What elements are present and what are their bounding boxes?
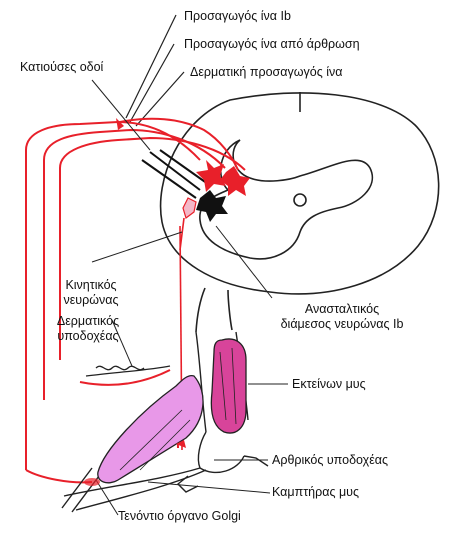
label-motor-neuron-line2: νευρώνας: [42, 293, 140, 308]
label-inhibitory-interneuron: Ανασταλτικός διάμεσος νευρώνας Ib: [262, 302, 422, 332]
cutaneous-receptor: [86, 366, 170, 376]
motor-neuron: [180, 198, 196, 250]
dorsal-root-fibers: [126, 15, 184, 126]
label-inhibitory-interneuron-line1: Ανασταλτικός: [262, 302, 422, 317]
descending-arrowhead: [116, 118, 124, 130]
label-cutaneous-receptor-line1: Δερματικός: [36, 314, 140, 329]
label-afferent-ib: Προσαγωγός ίνα Ib: [184, 9, 291, 24]
label-afferent-joint: Προσαγωγός ίνα από άρθρωση: [184, 37, 360, 52]
inhibitory-interneuron: [196, 190, 228, 222]
label-golgi-tendon-organ: Τενόντιο όργανο Golgi: [118, 509, 241, 524]
label-motor-neuron: Κινητικός νευρώνας: [42, 278, 140, 308]
spinal-cord: [161, 92, 439, 332]
label-cutaneous-receptor: Δερματικός υποδοχέας: [36, 314, 140, 344]
label-inhibitory-interneuron-line2: διάμεσος νευρώνας Ib: [262, 317, 422, 332]
extensor-muscle: [211, 339, 246, 433]
label-descending-pathways: Κατιούσες οδοί: [20, 60, 103, 75]
label-joint-receptor: Αρθρικός υποδοχέας: [272, 453, 388, 468]
label-cutaneous-afferent: Δερματική προσαγωγός ίνα: [190, 65, 342, 80]
golgi-tendon-organ: [84, 478, 100, 486]
label-flexor-muscle: Καμπτήρας μυς: [272, 485, 359, 500]
label-motor-neuron-line1: Κινητικός: [42, 278, 140, 293]
dorsal-horn-neurons: [196, 160, 250, 196]
label-cutaneous-receptor-line2: υποδοχέας: [36, 329, 140, 344]
flexor-muscle: [98, 376, 203, 483]
label-extensor-muscle: Εκτείνων μυς: [292, 377, 366, 392]
